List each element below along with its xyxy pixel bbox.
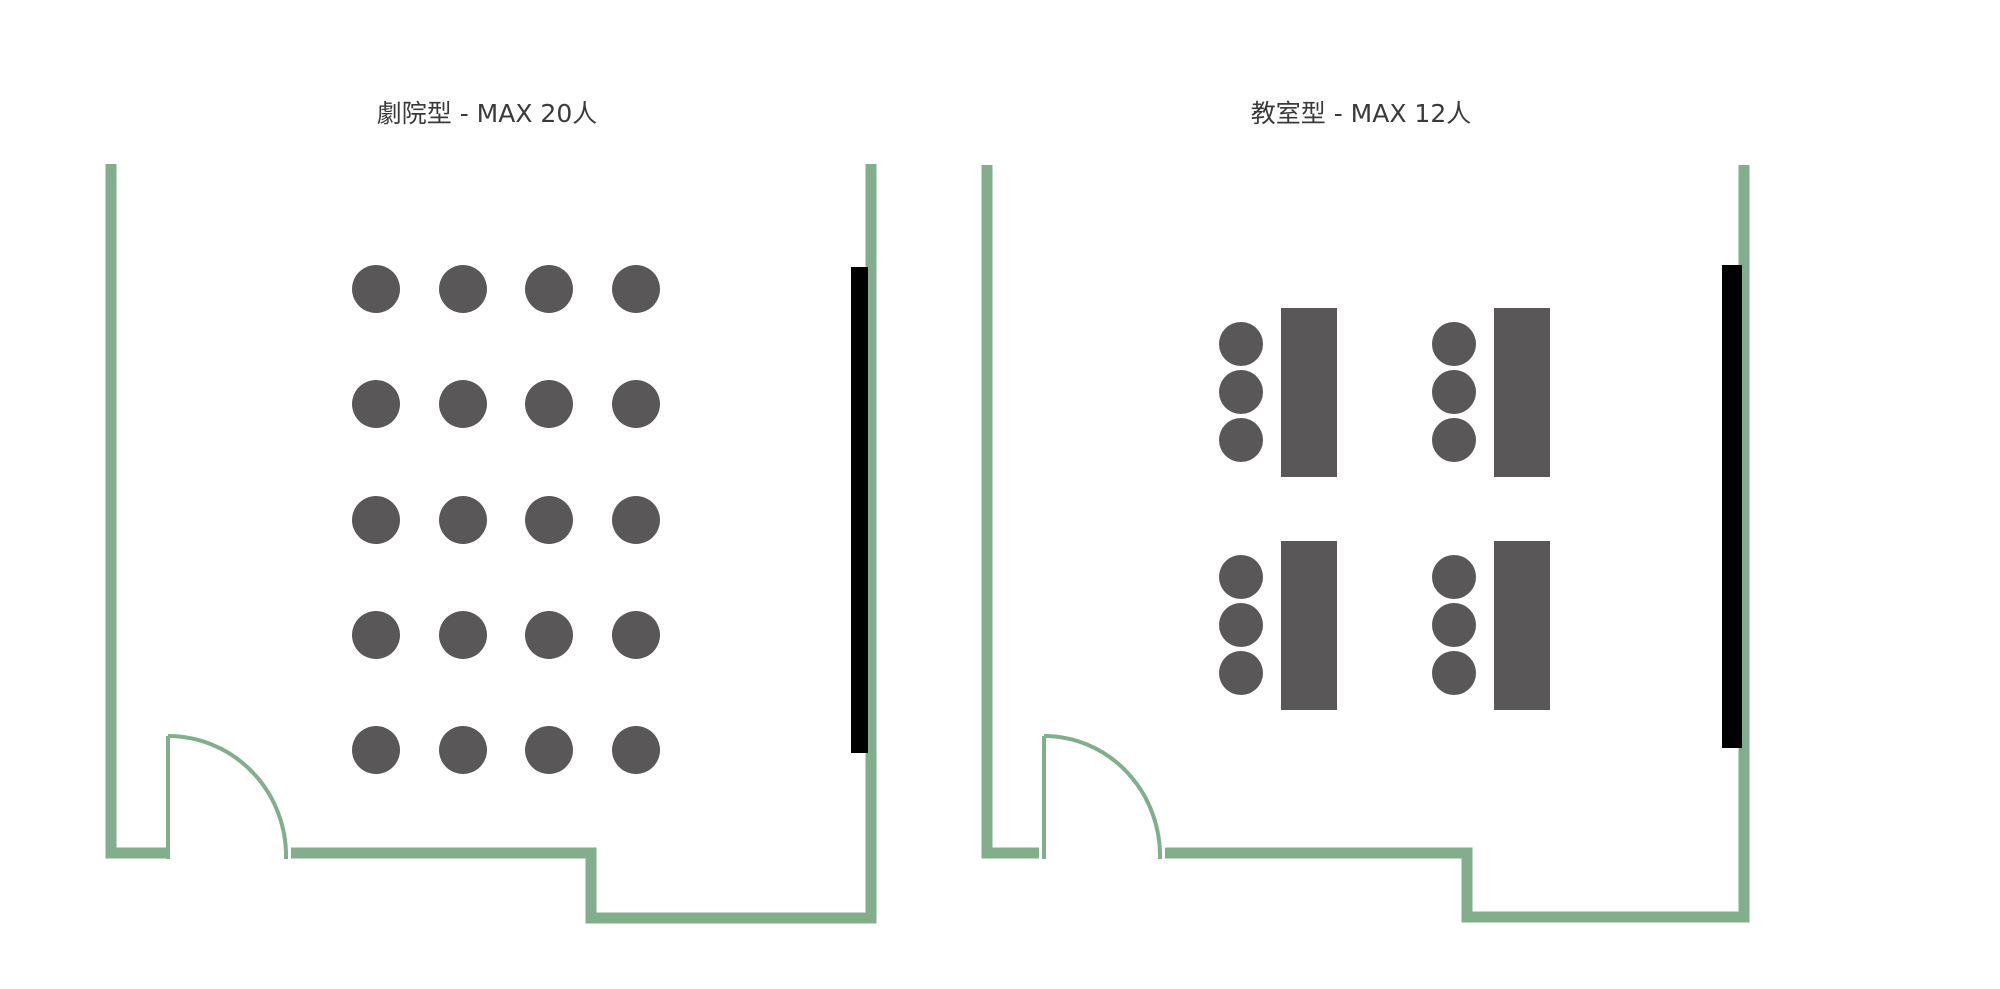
seat-chair — [352, 265, 400, 313]
seat-chair — [1219, 555, 1263, 599]
seat-chair — [612, 496, 660, 544]
seat-chair — [525, 611, 573, 659]
classroom-layout-title: 教室型 - MAX 12人 — [1250, 99, 1472, 128]
seat-chair — [1219, 370, 1263, 414]
seat-chair — [525, 726, 573, 774]
classroom-floor-plan — [981, 165, 1750, 923]
seat-chair — [1432, 370, 1476, 414]
seat-chair — [352, 380, 400, 428]
seat-chair — [1432, 555, 1476, 599]
seat-chair — [1219, 651, 1263, 695]
seat-chair — [1432, 418, 1476, 462]
door-swing-arc — [1043, 734, 1163, 860]
door-swing-arc — [167, 734, 289, 860]
classroom-furniture — [1219, 308, 1550, 710]
wall-right-room-bottom — [1165, 165, 1750, 923]
projection-screen — [851, 267, 868, 753]
theater-layout-title: 劇院型 - MAX 20人 — [376, 99, 598, 128]
seat-chair — [525, 380, 573, 428]
seat-chair — [525, 265, 573, 313]
wall-left-room-bottom — [291, 164, 877, 924]
seat-chair — [525, 496, 573, 544]
theater-floor-plan — [105, 164, 877, 924]
desk-table — [1281, 541, 1337, 710]
wall-right-room — [981, 165, 1039, 859]
seat-chair — [352, 496, 400, 544]
desk-table — [1494, 308, 1550, 477]
theater-seats — [352, 265, 660, 774]
seat-chair — [439, 726, 487, 774]
seat-chair — [439, 380, 487, 428]
seat-chair — [1219, 603, 1263, 647]
seat-chair — [612, 726, 660, 774]
projection-screen — [1722, 265, 1742, 748]
seat-chair — [439, 265, 487, 313]
seat-chair — [612, 265, 660, 313]
seat-chair — [612, 611, 660, 659]
seat-chair — [439, 611, 487, 659]
desk-table — [1494, 541, 1550, 710]
seat-chair — [352, 726, 400, 774]
seat-chair — [1219, 322, 1263, 366]
wall-left-room — [105, 164, 166, 859]
desk-table — [1281, 308, 1337, 477]
seat-chair — [352, 611, 400, 659]
seat-chair — [1432, 603, 1476, 647]
seat-chair — [1219, 418, 1263, 462]
seat-chair — [612, 380, 660, 428]
seat-chair — [1432, 651, 1476, 695]
seat-chair — [439, 496, 487, 544]
seat-chair — [1432, 322, 1476, 366]
